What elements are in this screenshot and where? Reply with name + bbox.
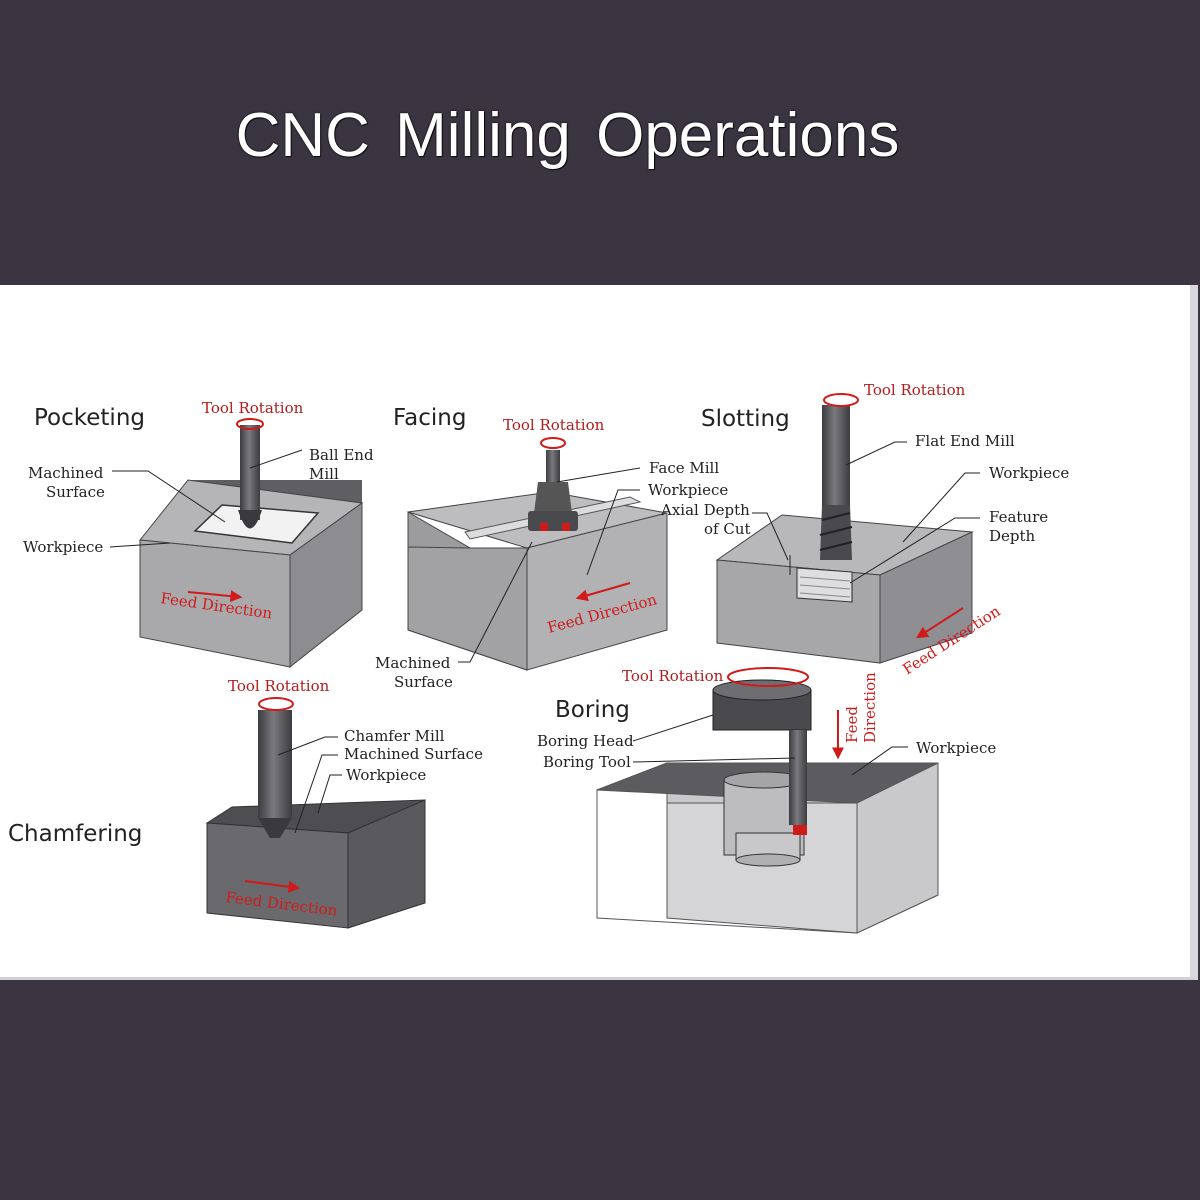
feed-arrow-icon (187, 590, 243, 603)
cutter-insert-icon (540, 523, 548, 531)
facing-heading: Facing (393, 405, 466, 431)
tool-rotation-label: Tool Rotation (864, 381, 966, 399)
surface-label: Machined Surface (344, 745, 483, 763)
boring-section: Boring Tool Rotation B (537, 667, 996, 934)
tool-label: Flat End Mill (915, 432, 1015, 450)
tool-rotation-label: Tool Rotation (202, 399, 304, 417)
boring-tool-label: Boring Tool (543, 753, 631, 771)
chamfering-block-side (347, 799, 426, 929)
flute-line (819, 512, 853, 551)
leader-line (851, 746, 908, 776)
leader-line (586, 489, 640, 576)
slot-line (799, 576, 851, 582)
face-mill-body-icon (534, 482, 572, 513)
tool-rotation-label: Tool Rotation (622, 667, 724, 685)
workpiece-label: Workpiece (989, 464, 1069, 482)
bore-bottom-icon (735, 853, 801, 867)
operations-diagram: Pocketing Tool Rotation Ball End Mill Ma… (8, 381, 1069, 934)
rotation-arrow-icon (823, 393, 859, 407)
workpiece-label: Workpiece (916, 739, 996, 757)
feed-direction-label: Feed (843, 706, 861, 743)
tool-label: Ball End (309, 446, 374, 464)
rotation-arrow-icon (258, 697, 294, 711)
surface-label: Surface (394, 673, 453, 691)
flat-end-mill-icon (822, 405, 850, 505)
workpiece-label: Workpiece (648, 481, 728, 499)
chamfering-section: Chamfering Tool Rotation Chamfer Mill Ma… (8, 677, 483, 929)
face-mill-cutter-icon (528, 511, 578, 531)
depth-label: Axial Depth (660, 501, 750, 519)
tool-rotation-label: Tool Rotation (228, 677, 330, 695)
rotation-arrow-icon (236, 418, 264, 430)
feed-direction-label: Direction (861, 672, 879, 743)
slotting-block-side (879, 531, 973, 664)
leader-line (317, 774, 342, 814)
page-title: CNC Milling Operations (235, 101, 900, 170)
leader-line (902, 472, 980, 543)
feed-arrow-icon (575, 582, 631, 602)
slotting-heading: Slotting (701, 406, 790, 432)
cutter-insert-icon (562, 523, 570, 531)
leader-line (249, 449, 303, 469)
diagram-panel: Pocketing Tool Rotation Ball End Mill Ma… (0, 285, 1198, 980)
pocketing-section: Pocketing Tool Rotation Ball End Mill Ma… (23, 399, 374, 669)
surface-label: Machined (375, 654, 451, 672)
boring-head-label: Boring Head (537, 732, 634, 750)
facing-block-step (407, 546, 528, 671)
pocketing-heading: Pocketing (34, 405, 145, 431)
chamfering-heading: Chamfering (8, 821, 142, 847)
leader-line (752, 512, 789, 561)
ball-end-mill-icon (240, 425, 260, 520)
leader-line (556, 467, 641, 483)
depth-label: of Cut (704, 520, 751, 538)
leader-line (294, 754, 338, 834)
slot-line (799, 592, 851, 598)
workpiece-label: Workpiece (23, 538, 103, 556)
surface-label: Surface (46, 483, 105, 501)
leader-line (849, 517, 980, 584)
feature-label: Depth (989, 527, 1036, 545)
ball-end-mill-tip-icon (238, 510, 262, 529)
feature-label: Feature (989, 508, 1048, 526)
slotting-section: Slotting Tool Rotation Flat End (701, 381, 1069, 678)
surface-label: Machined (28, 464, 104, 482)
tool-label: Mill (309, 465, 339, 483)
feed-arrow-icon (915, 607, 964, 639)
tool-rotation-label: Tool Rotation (503, 416, 605, 434)
boring-insert-icon (793, 825, 807, 835)
chamfer-mill-tip-icon (258, 818, 292, 838)
leader-line (632, 714, 714, 742)
facing-section: Facing Tool Rotation Face Mill W (375, 405, 751, 691)
leader-line (109, 542, 171, 548)
chamfer-mill-icon (258, 710, 292, 818)
workpiece-label: Workpiece (346, 766, 426, 784)
leader-line (632, 757, 796, 763)
boring-heading: Boring (555, 697, 630, 723)
tool-label: Face Mill (649, 459, 719, 477)
slot-line (799, 584, 851, 590)
leader-line (277, 736, 338, 756)
boring-tool-icon (789, 730, 807, 825)
face-mill-spindle-icon (546, 450, 560, 482)
leader-line (458, 541, 533, 663)
pocketing-block-side (289, 502, 363, 669)
tool-label: Chamfer Mill (344, 727, 445, 745)
rotation-arrow-icon (540, 437, 566, 449)
bottom-band (0, 980, 1200, 1200)
leader-line (845, 441, 907, 466)
rotation-arrow-icon (727, 667, 809, 687)
feed-arrow-icon (244, 880, 301, 893)
leader-line (112, 470, 226, 523)
